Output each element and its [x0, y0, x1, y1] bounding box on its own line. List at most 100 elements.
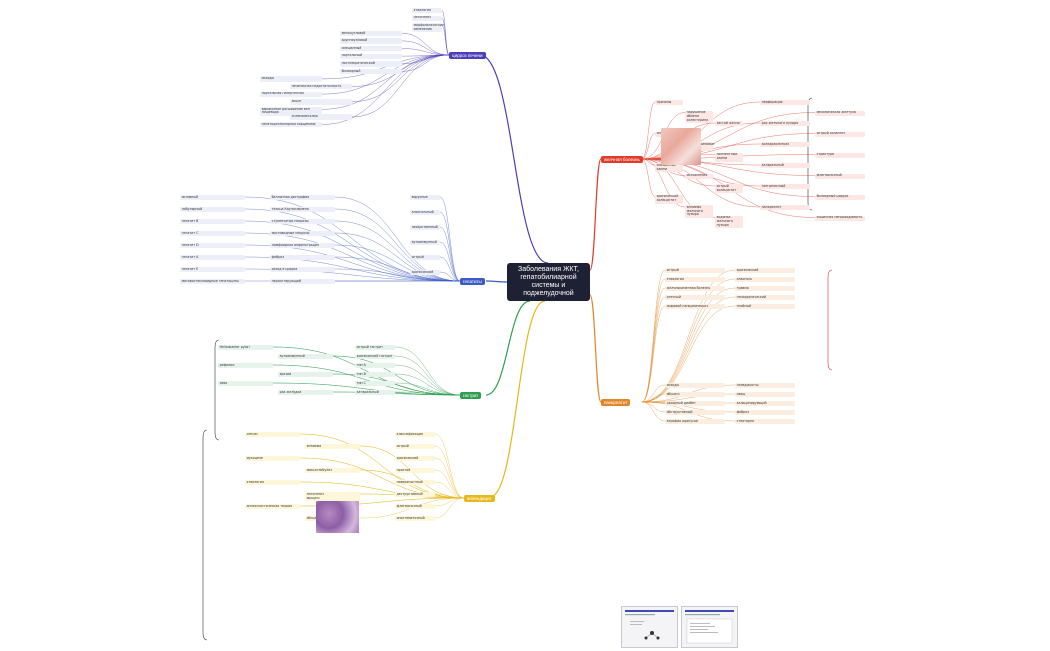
chole-node[interactable]: холедохолитиаз: [760, 142, 810, 148]
pancreas-node[interactable]: жировой панкреонекроз: [665, 304, 725, 310]
appendicitis-node[interactable]: флегмонозный: [395, 504, 435, 510]
hepatitis-node[interactable]: мостовидные некрозы: [270, 231, 335, 237]
gastritis-node[interactable]: хронический гастрит: [355, 354, 395, 360]
cirrhosis-node[interactable]: варикозное расширение вен пищевода: [260, 107, 322, 116]
hepatitis-node[interactable]: вирусные: [410, 195, 440, 201]
chole-node[interactable]: пигментные камни: [715, 152, 743, 162]
cirrhosis-node[interactable]: постнекротический: [340, 61, 402, 67]
hepatitis-node[interactable]: хронический: [410, 270, 440, 276]
appendicitis-node[interactable]: деструктивный: [395, 492, 435, 498]
hepatitis-node[interactable]: лимфоидная инфильтрация: [270, 243, 335, 249]
pancreas-node[interactable]: обструктивный: [665, 410, 725, 416]
chole-node[interactable]: застой желчи: [715, 121, 743, 127]
gastritis-node[interactable]: тип А: [355, 363, 395, 369]
hepatitis-node[interactable]: аутоиммунный: [410, 240, 440, 246]
chole-node[interactable]: острый холангит: [815, 131, 865, 137]
hepatitis-node[interactable]: гепатит В: [180, 219, 245, 225]
cirrhosis-node[interactable]: крупноузловой: [340, 38, 402, 44]
cirrhosis-node[interactable]: асцит: [290, 99, 352, 105]
hepatitis-node[interactable]: исход в цирроз: [270, 267, 335, 273]
appendicitis-node[interactable]: патогенез: [305, 492, 360, 498]
branch-hepatitis[interactable]: гепатиты: [460, 278, 485, 286]
appendicitis-node[interactable]: ангиоспастическая теория: [245, 504, 300, 510]
chole-node[interactable]: хронический холецистит: [655, 194, 683, 204]
hepatitis-node[interactable]: алкогольный: [410, 210, 440, 216]
cirrhosis-node[interactable]: этиология: [412, 8, 442, 14]
chole-node[interactable]: кишечная непроходимость: [815, 215, 865, 221]
cirrhosis-node[interactable]: портальный: [340, 53, 402, 59]
gastritis-node[interactable]: эрозии: [278, 372, 333, 378]
hepatitis-node[interactable]: персистирующий: [270, 279, 335, 285]
hepatitis-node[interactable]: гепатит D: [180, 243, 245, 249]
chole-node[interactable]: острый холецистит: [715, 184, 743, 194]
hepatitis-node[interactable]: активный: [180, 195, 245, 201]
appendicitis-node[interactable]: классификация: [395, 432, 435, 438]
appendicitis-node[interactable]: этиология: [245, 480, 300, 486]
pancreas-node[interactable]: острый: [665, 268, 725, 274]
appendicitis-node[interactable]: мукоцеле: [245, 456, 300, 462]
appendicitis-node[interactable]: миксоглобулез: [305, 468, 360, 474]
pancreas-node[interactable]: алкоголь: [735, 277, 795, 283]
hepatitis-node[interactable]: фиброз: [270, 255, 335, 261]
pancreas-node[interactable]: отечный: [665, 295, 725, 301]
chole-node[interactable]: билиарный цирроз: [815, 194, 865, 200]
chole-node[interactable]: механическая желтуха: [815, 110, 865, 116]
gastritis-node[interactable]: язва: [218, 381, 273, 387]
appendicitis-node[interactable]: апостематозный: [395, 516, 435, 522]
pancreas-node[interactable]: травма: [735, 286, 795, 292]
hepatitis-node[interactable]: гепатит С: [180, 231, 245, 237]
pancreas-node[interactable]: кальцинирующий: [735, 401, 795, 407]
pancreas-node[interactable]: атрофия ацинусов: [665, 419, 725, 425]
branch-cirrhosis[interactable]: цирроз печени: [449, 52, 486, 60]
gastritis-node[interactable]: тип С: [355, 381, 395, 387]
branch-appendicitis[interactable]: аппендицит: [464, 495, 495, 503]
pancreas-node[interactable]: сахарный диабет: [665, 401, 725, 407]
appendicitis-node[interactable]: простой: [395, 468, 435, 474]
chole-node[interactable]: флегмонозный: [815, 173, 865, 179]
gastritis-node[interactable]: рефлюкс: [218, 363, 273, 369]
hepatitis-node[interactable]: баллонная дистрофия: [270, 195, 335, 201]
chole-node[interactable]: гангренозный: [760, 184, 810, 190]
cirrhosis-node[interactable]: мелкоузловой: [340, 31, 402, 37]
pancreas-thumb[interactable]: [681, 606, 738, 648]
hepatitis-node[interactable]: гепатит Е: [180, 267, 245, 273]
chole-node[interactable]: рак желчного пузыря: [760, 121, 810, 127]
cirrhosis-node[interactable]: портальная гипертензия: [260, 91, 322, 97]
branch-gastritis[interactable]: гастрит: [460, 392, 482, 400]
appendicitis-node[interactable]: поверхностный: [395, 480, 435, 486]
cirrhosis-node[interactable]: гепатоцеллюлярная карцинома: [260, 122, 322, 128]
appendicitis-node[interactable]: сепсис: [245, 432, 300, 438]
chole-node[interactable]: водянка желчного пузыря: [715, 215, 743, 229]
hepatitis-node[interactable]: лобулярный: [180, 207, 245, 213]
gastritis-node[interactable]: аутоиммунный: [278, 354, 333, 360]
hepatitis-node[interactable]: ступенчатые некрозы: [270, 219, 335, 225]
chole-node[interactable]: осложнения: [685, 173, 713, 179]
cirrhosis-node[interactable]: печеночная недостаточность: [290, 84, 352, 90]
pancreas-node[interactable]: желчнокаменная болезнь: [665, 286, 725, 292]
appendicitis-node[interactable]: острый: [395, 444, 435, 450]
appendicitis-node[interactable]: эмпиема: [305, 444, 360, 450]
cirrhosis-node[interactable]: патогенез: [412, 15, 442, 21]
pancreas-node[interactable]: псевдокисты: [735, 383, 795, 389]
pancreas-node[interactable]: гнойный: [735, 304, 795, 310]
appendicitis-node[interactable]: хронический: [395, 456, 435, 462]
gastritis-node[interactable]: катаральный: [355, 390, 395, 396]
hepatitis-node[interactable]: матовостекловидные гепатоциты: [180, 279, 245, 285]
chole-node[interactable]: катаральный: [760, 163, 810, 169]
hepatitis-node[interactable]: тельца Каунсильмена: [270, 207, 335, 213]
chole-node[interactable]: перфорация: [760, 100, 810, 106]
pancreas-node[interactable]: фиброз: [735, 410, 795, 416]
chole-node[interactable]: причины: [655, 100, 683, 106]
cirrhosis-thumb[interactable]: [621, 606, 678, 648]
chole-node[interactable]: нарушение обмена холестерина: [685, 110, 713, 124]
hepatitis-node[interactable]: гепатит А: [180, 255, 245, 261]
hepatitis-node[interactable]: лекарственный: [410, 225, 440, 231]
pancreas-node[interactable]: геморрагический: [735, 295, 795, 301]
gastritis-node[interactable]: острый гастрит: [355, 345, 395, 351]
cirrhosis-node[interactable]: билиарный: [340, 69, 402, 75]
pancreas-node[interactable]: стеаторея: [735, 419, 795, 425]
cirrhosis-node[interactable]: морфологические изменения: [412, 22, 444, 33]
cirrhosis-node[interactable]: исходы: [260, 76, 322, 82]
hepatitis-node[interactable]: острый: [410, 255, 440, 261]
root-node[interactable]: Заболевания ЖКТ, гепатобилиарной системы…: [507, 263, 590, 301]
